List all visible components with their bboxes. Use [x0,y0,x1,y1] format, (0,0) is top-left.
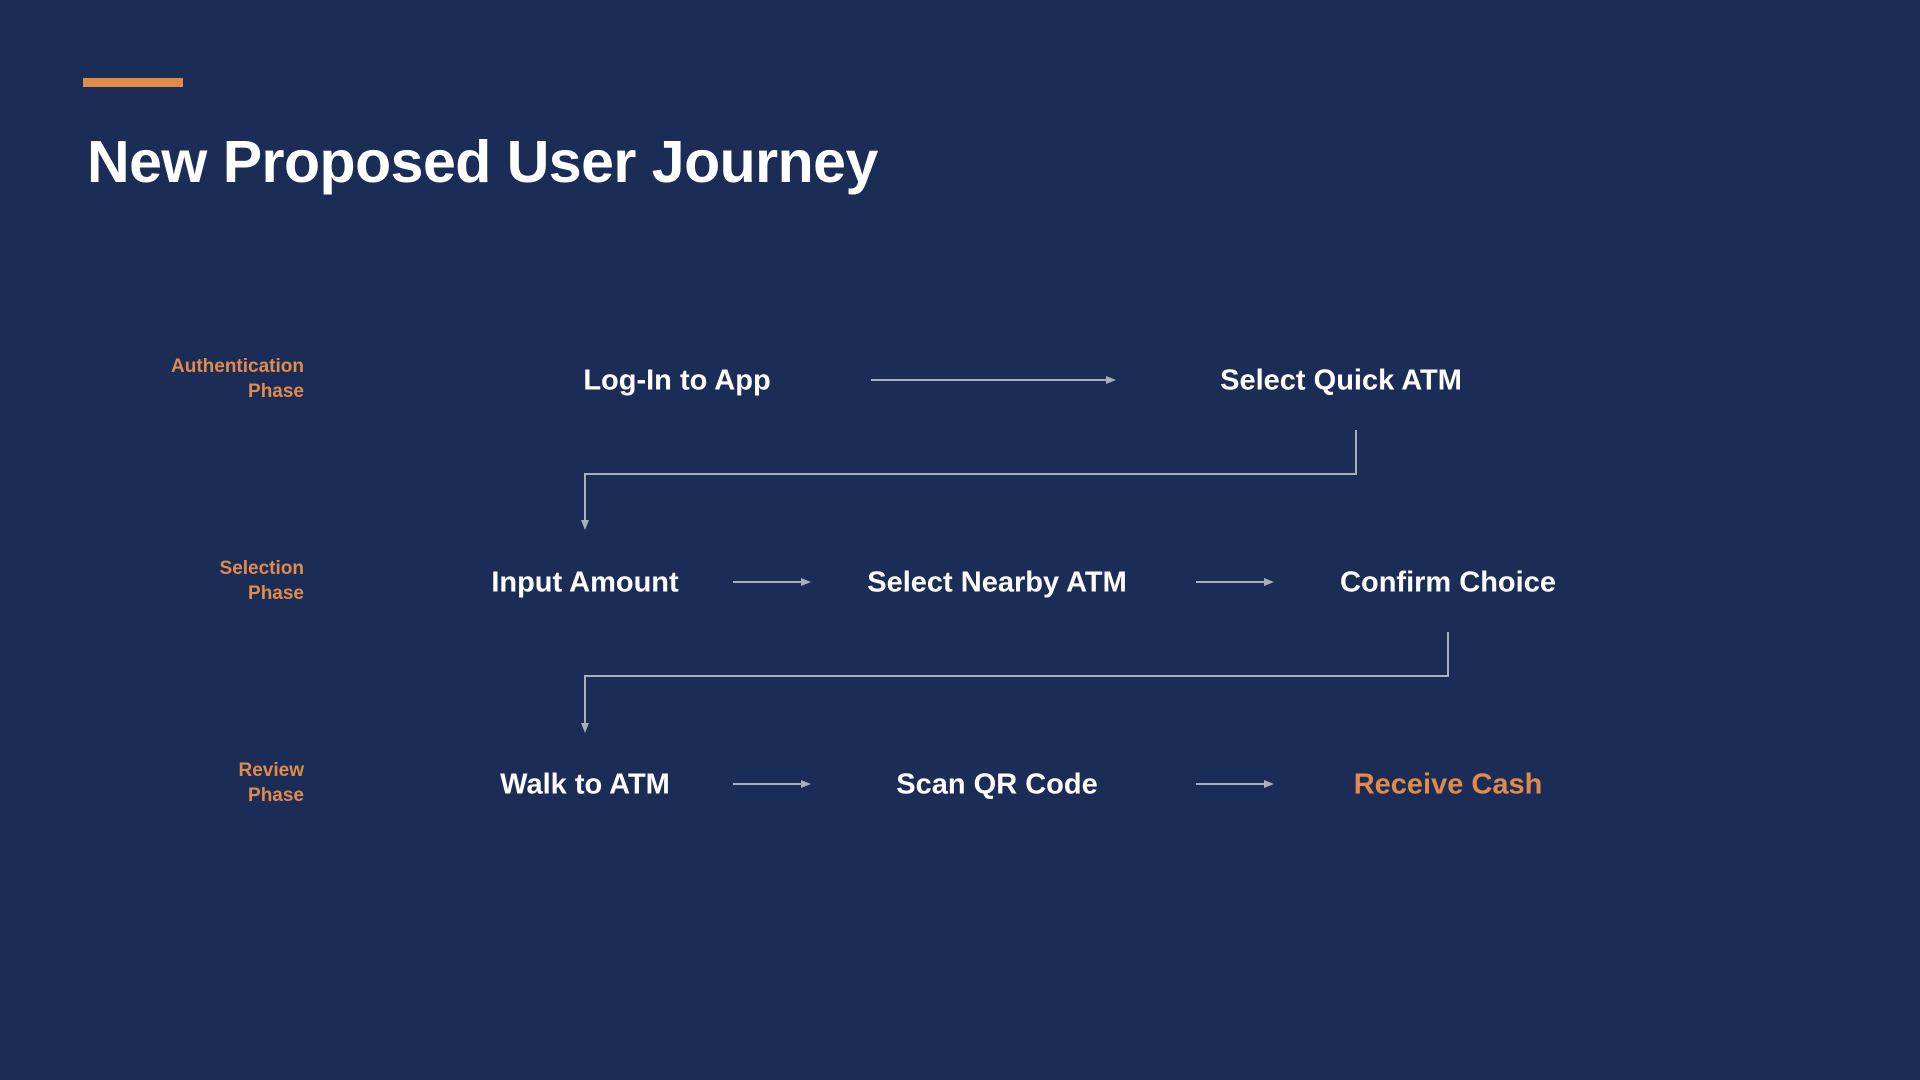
phase-label-review: Review Phase [239,758,304,808]
step-receive-cash: Receive Cash [1353,768,1543,801]
phase-label-selection-line2: Phase [248,583,304,604]
phase-label-authentication-line1: Authentication [171,356,304,377]
connector-quick-atm-to-input-amount [584,430,1357,522]
connector-confirm-choice-to-walk-to-atm-head [581,723,589,733]
phase-label-review-line2: Phase [248,785,304,806]
phase-label-selection: Selection Phase [220,556,304,606]
arrow-login-to-quick-atm-head [1106,376,1116,384]
arrow-scan-qr-to-receive-cash-head [1264,780,1274,788]
connector-quick-atm-to-input-amount-head [581,520,589,530]
phase-label-authentication: Authentication Phase [171,354,304,404]
arrow-walk-to-atm-to-scan-qr-head [801,780,811,788]
arrow-input-amount-to-nearby-atm-head [801,578,811,586]
arrow-nearby-atm-to-confirm-choice-head [1264,578,1274,586]
step-log-in-to-app: Log-In to App [583,364,771,397]
step-select-nearby-atm: Select Nearby ATM [867,566,1127,599]
step-walk-to-atm: Walk to ATM [500,768,670,801]
phase-label-selection-line1: Selection [219,558,304,579]
step-input-amount: Input Amount [491,566,679,599]
step-select-quick-atm: Select Quick ATM [1220,364,1462,397]
title-accent-bar [83,78,183,87]
page-title: New Proposed User Journey [87,129,878,195]
phase-label-authentication-line2: Phase [248,381,304,402]
step-scan-qr-code: Scan QR Code [896,768,1098,801]
connector-confirm-choice-to-walk-to-atm [584,632,1449,725]
phase-label-review-line1: Review [238,760,304,781]
step-confirm-choice: Confirm Choice [1340,566,1556,599]
